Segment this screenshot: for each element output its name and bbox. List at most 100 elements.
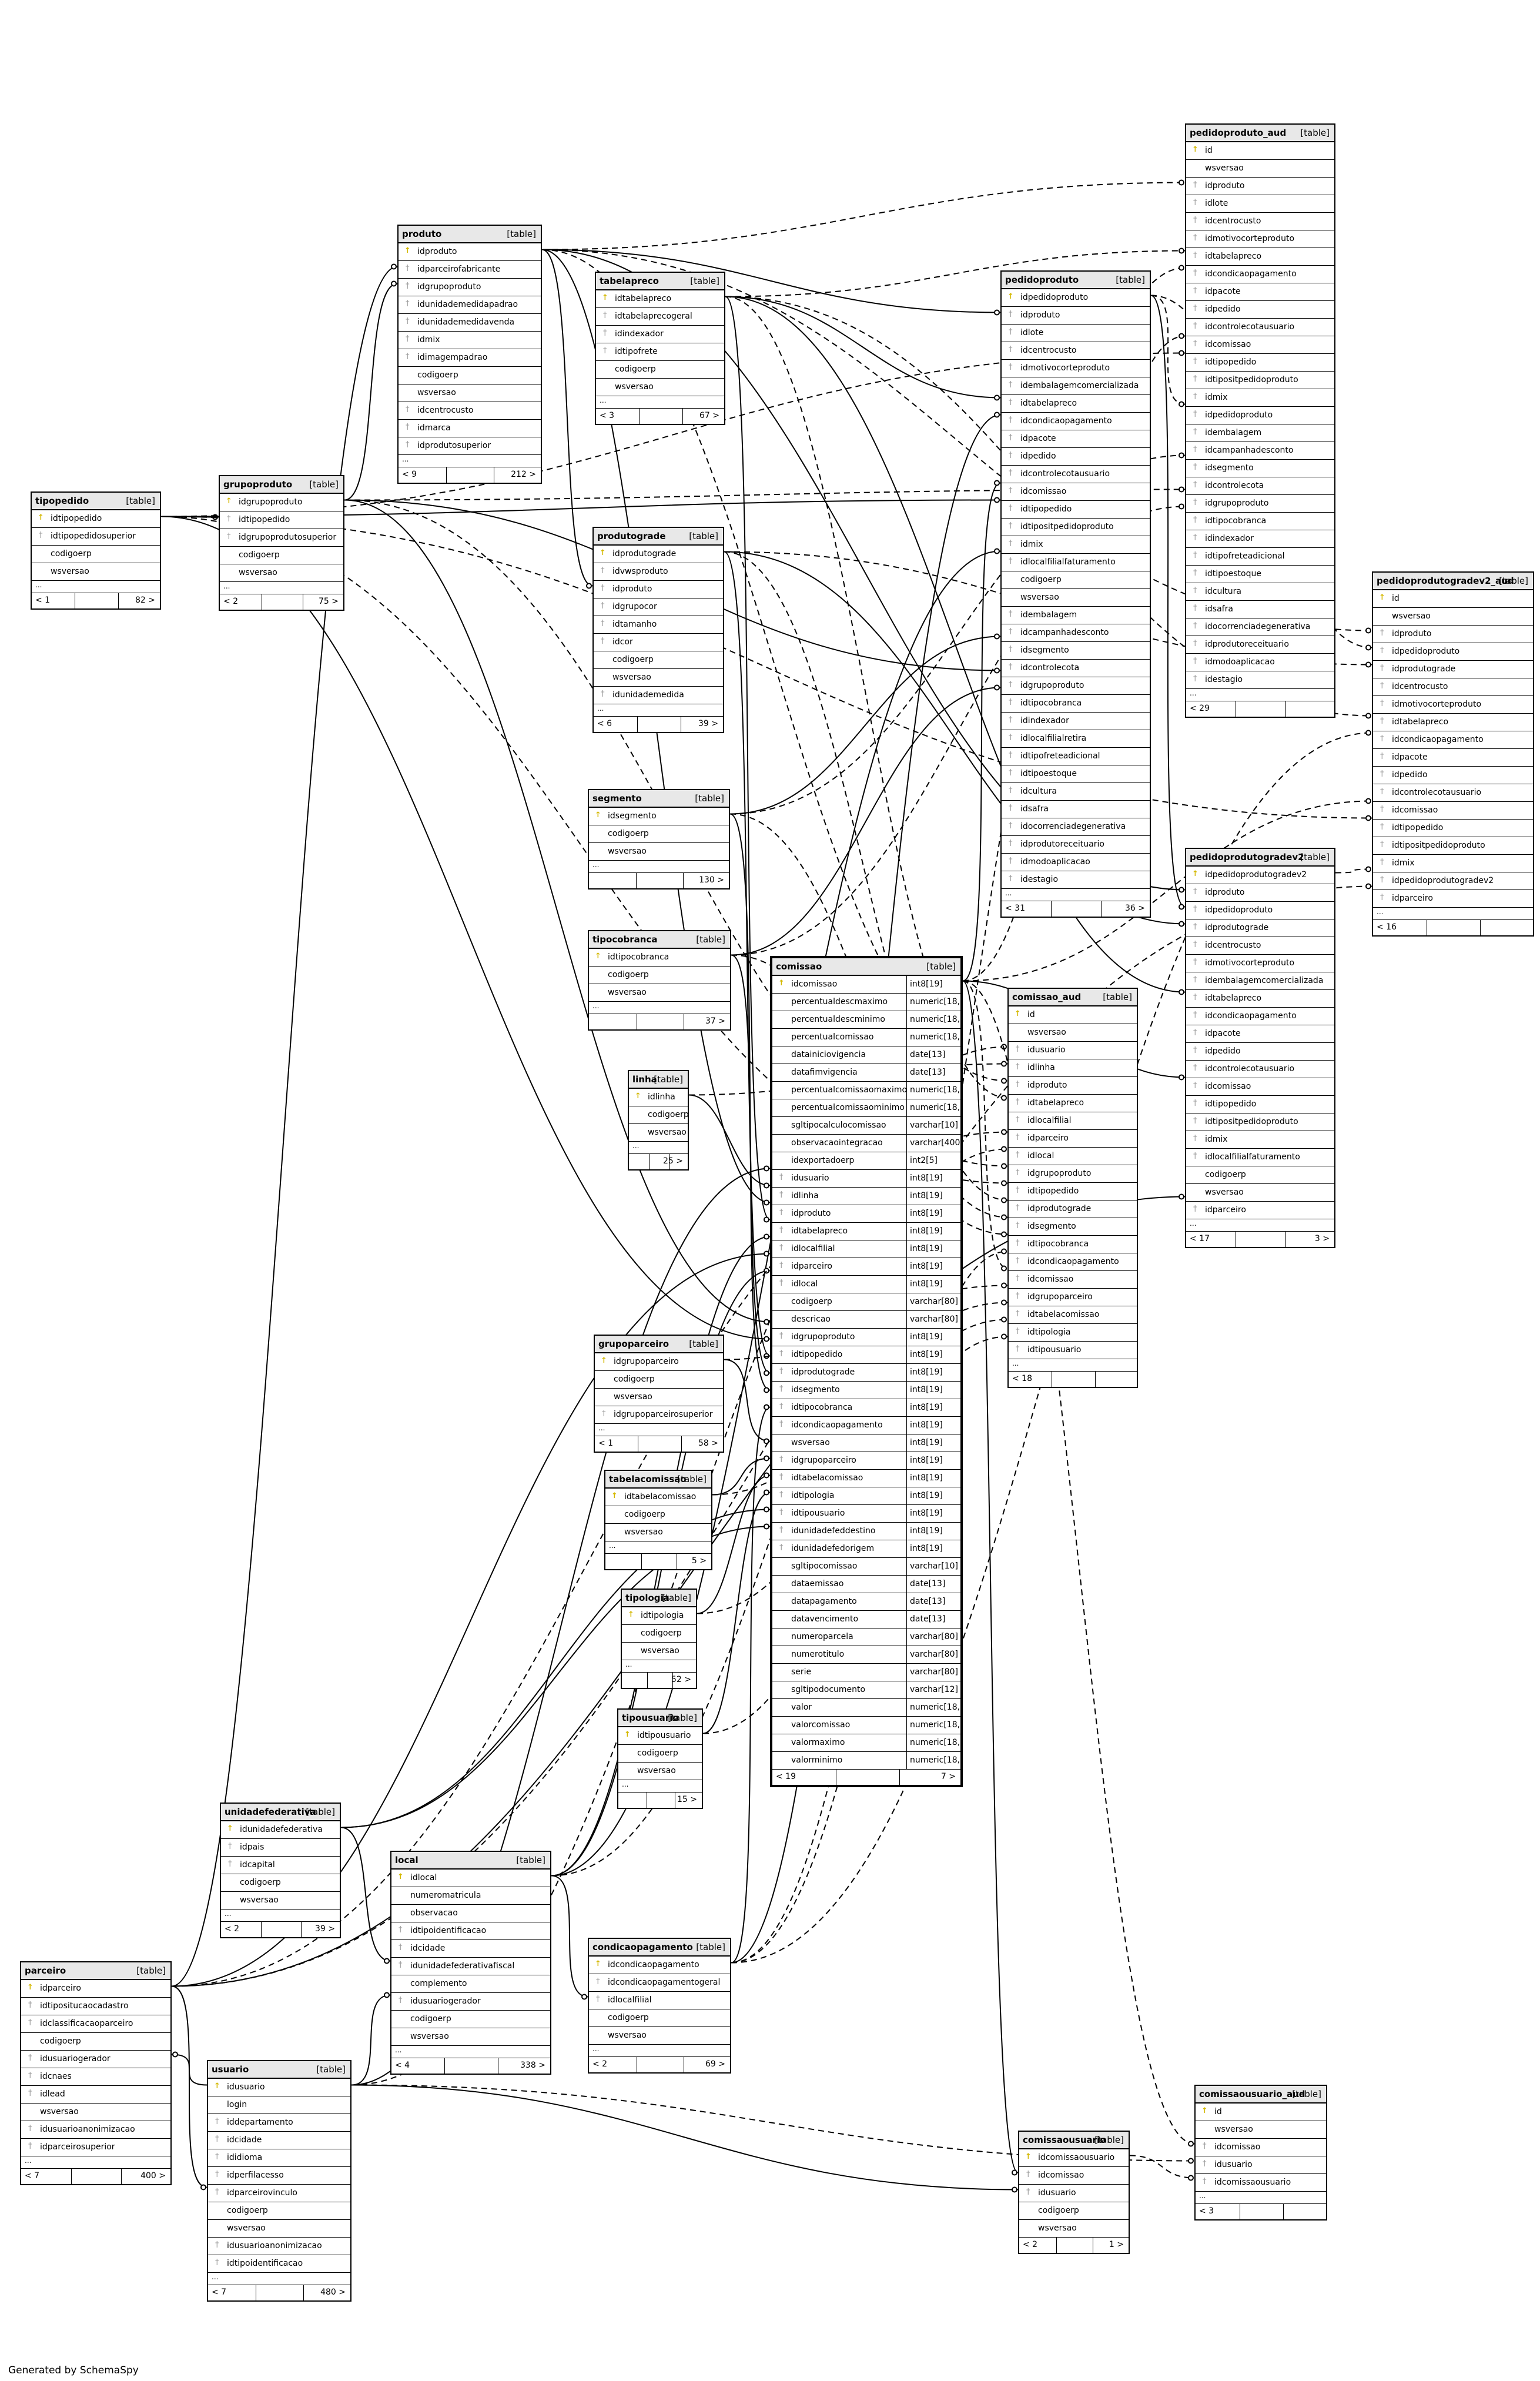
- column-row[interactable]: †idtipousuario: [1009, 1342, 1137, 1359]
- column-row[interactable]: codigoerp: [629, 1106, 688, 1124]
- column-row[interactable]: †idgrupoproduto: [1009, 1165, 1137, 1183]
- table-unidadefederativa[interactable]: unidadefederativa[table]↑idunidadefedera…: [220, 1803, 341, 1938]
- column-row[interactable]: †idcontrolecotausuario: [1186, 319, 1334, 336]
- column-row[interactable]: †idperfilacesso: [208, 2167, 350, 2185]
- column-row[interactable]: codigoerp: [220, 547, 343, 564]
- column-row[interactable]: ↑idpedidoproduto: [1002, 289, 1150, 307]
- column-row[interactable]: †idproduto: [594, 581, 723, 598]
- column-row[interactable]: †idcomissaousuario: [1196, 2174, 1326, 2192]
- column-row[interactable]: wsversao: [32, 563, 160, 581]
- column-row[interactable]: †idestagio: [1186, 671, 1334, 689]
- column-row[interactable]: †idmix: [1186, 389, 1334, 407]
- column-row[interactable]: wsversao: [605, 1524, 711, 1541]
- column-row[interactable]: ↑id: [1186, 142, 1334, 160]
- column-row[interactable]: †idcontrolecota: [1002, 660, 1150, 677]
- column-row[interactable]: †idtipoidentificacao: [208, 2255, 350, 2273]
- column-row[interactable]: †idusuario: [1196, 2156, 1326, 2174]
- column-row[interactable]: ↑idtipologia: [622, 1607, 696, 1625]
- column-row[interactable]: †idcondicaopagamento: [1002, 413, 1150, 430]
- column-row[interactable]: †idpedidoproduto: [1186, 407, 1334, 424]
- table-comissaousuario[interactable]: comissaousuario[table]↑idcomissaousuario…: [1018, 2131, 1130, 2254]
- column-row[interactable]: wsversao: [221, 1892, 340, 1910]
- column-row[interactable]: ↑idunidadefederativa: [221, 1821, 340, 1839]
- column-row[interactable]: †idparceiro: [1186, 1202, 1334, 1219]
- column-row[interactable]: ↑idtipocobranca: [589, 949, 730, 967]
- parents-count[interactable]: < 16: [1377, 922, 1397, 932]
- column-row[interactable]: codigoerp: [589, 2009, 730, 2027]
- column-row[interactable]: ↑id: [1373, 590, 1533, 608]
- children-count[interactable]: 58 >: [698, 1439, 718, 1448]
- parents-count[interactable]: < 3: [600, 411, 615, 420]
- column-row[interactable]: †idcentrocusto: [1002, 342, 1150, 360]
- column-row[interactable]: †idtipoidentificacao: [391, 1922, 550, 1940]
- column-row[interactable]: †idtipofreteadicional: [1186, 548, 1334, 566]
- column-row[interactable]: †idsegmento: [1009, 1218, 1137, 1236]
- column-row[interactable]: wsversao: [1373, 608, 1533, 626]
- column-row[interactable]: †idmarca: [399, 420, 541, 437]
- column-row[interactable]: †idcondicaopagamento: [1373, 731, 1533, 749]
- column-row[interactable]: †idtipofrete: [596, 343, 724, 361]
- column-row[interactable]: †idtipositpedidoproduto: [1186, 1113, 1334, 1131]
- column-row[interactable]: †idcultura: [1002, 783, 1150, 801]
- parents-count[interactable]: < 2: [225, 1924, 240, 1934]
- children-count[interactable]: 37 >: [705, 1016, 725, 1026]
- column-row[interactable]: †idtipopedido: [1002, 501, 1150, 519]
- parents-count[interactable]: < 2: [592, 2059, 608, 2069]
- parents-count[interactable]: < 9: [402, 470, 417, 479]
- column-row[interactable]: †idindexador: [1186, 530, 1334, 548]
- column-row[interactable]: codigoerp: [208, 2202, 350, 2220]
- children-count[interactable]: 69 >: [705, 2059, 725, 2069]
- column-row[interactable]: †idcontrolecotausuario: [1186, 1061, 1334, 1078]
- column-row[interactable]: codigoerp: [594, 651, 723, 669]
- column-row[interactable]: wsversao: [595, 1389, 723, 1406]
- table-produto[interactable]: produto[table]↑idproduto†idparceirofabri…: [397, 225, 542, 484]
- column-row[interactable]: †idtipopedido: [1186, 354, 1334, 372]
- column-row[interactable]: †idcentrocusto: [1186, 937, 1334, 955]
- column-row[interactable]: †idtabelapreco: [1002, 395, 1150, 413]
- column-row[interactable]: codigoerp: [1186, 1166, 1334, 1184]
- column-row[interactable]: †idpedido: [1186, 1043, 1334, 1061]
- column-row[interactable]: †idprodutograde: [1186, 919, 1334, 937]
- column-row[interactable]: codigoerp: [399, 367, 541, 384]
- column-row[interactable]: †idpedido: [1373, 767, 1533, 784]
- column-row[interactable]: numeromatricula: [391, 1887, 550, 1905]
- column-row[interactable]: †idcidade: [208, 2132, 350, 2149]
- column-row[interactable]: †iddepartamento: [208, 2114, 350, 2132]
- parents-count[interactable]: < 6: [597, 719, 612, 728]
- column-row[interactable]: †idcomissao: [1186, 336, 1334, 354]
- column-row[interactable]: wsversao: [220, 564, 343, 582]
- column-row[interactable]: codigoerp: [605, 1506, 711, 1524]
- children-count[interactable]: 75 >: [319, 597, 339, 606]
- column-row[interactable]: †idusuariogerador: [391, 1993, 550, 2011]
- column-row[interactable]: ↑idusuario: [208, 2079, 350, 2096]
- column-row[interactable]: †idtipocobranca: [1186, 513, 1334, 530]
- column-row[interactable]: †idclassificacaoparceiro: [21, 2015, 170, 2033]
- column-row[interactable]: †idmodoaplicacao: [1186, 654, 1334, 671]
- column-row[interactable]: †idtamanho: [594, 616, 723, 634]
- children-count[interactable]: 39 >: [315, 1924, 335, 1934]
- parents-count[interactable]: < 29: [1190, 704, 1210, 713]
- children-count[interactable]: 52 >: [671, 1675, 691, 1684]
- children-count[interactable]: 480 >: [320, 2288, 346, 2297]
- column-row[interactable]: †idcontrolecotausuario: [1373, 784, 1533, 802]
- column-row[interactable]: codigoerp: [622, 1625, 696, 1643]
- column-row[interactable]: codigoerp: [32, 546, 160, 563]
- parents-count[interactable]: < 18: [1012, 1374, 1032, 1383]
- column-row[interactable]: wsversao: [399, 384, 541, 402]
- column-row[interactable]: †idprodutoreceituario: [1002, 836, 1150, 854]
- column-row[interactable]: †idpedidoprodutogradev2: [1373, 872, 1533, 890]
